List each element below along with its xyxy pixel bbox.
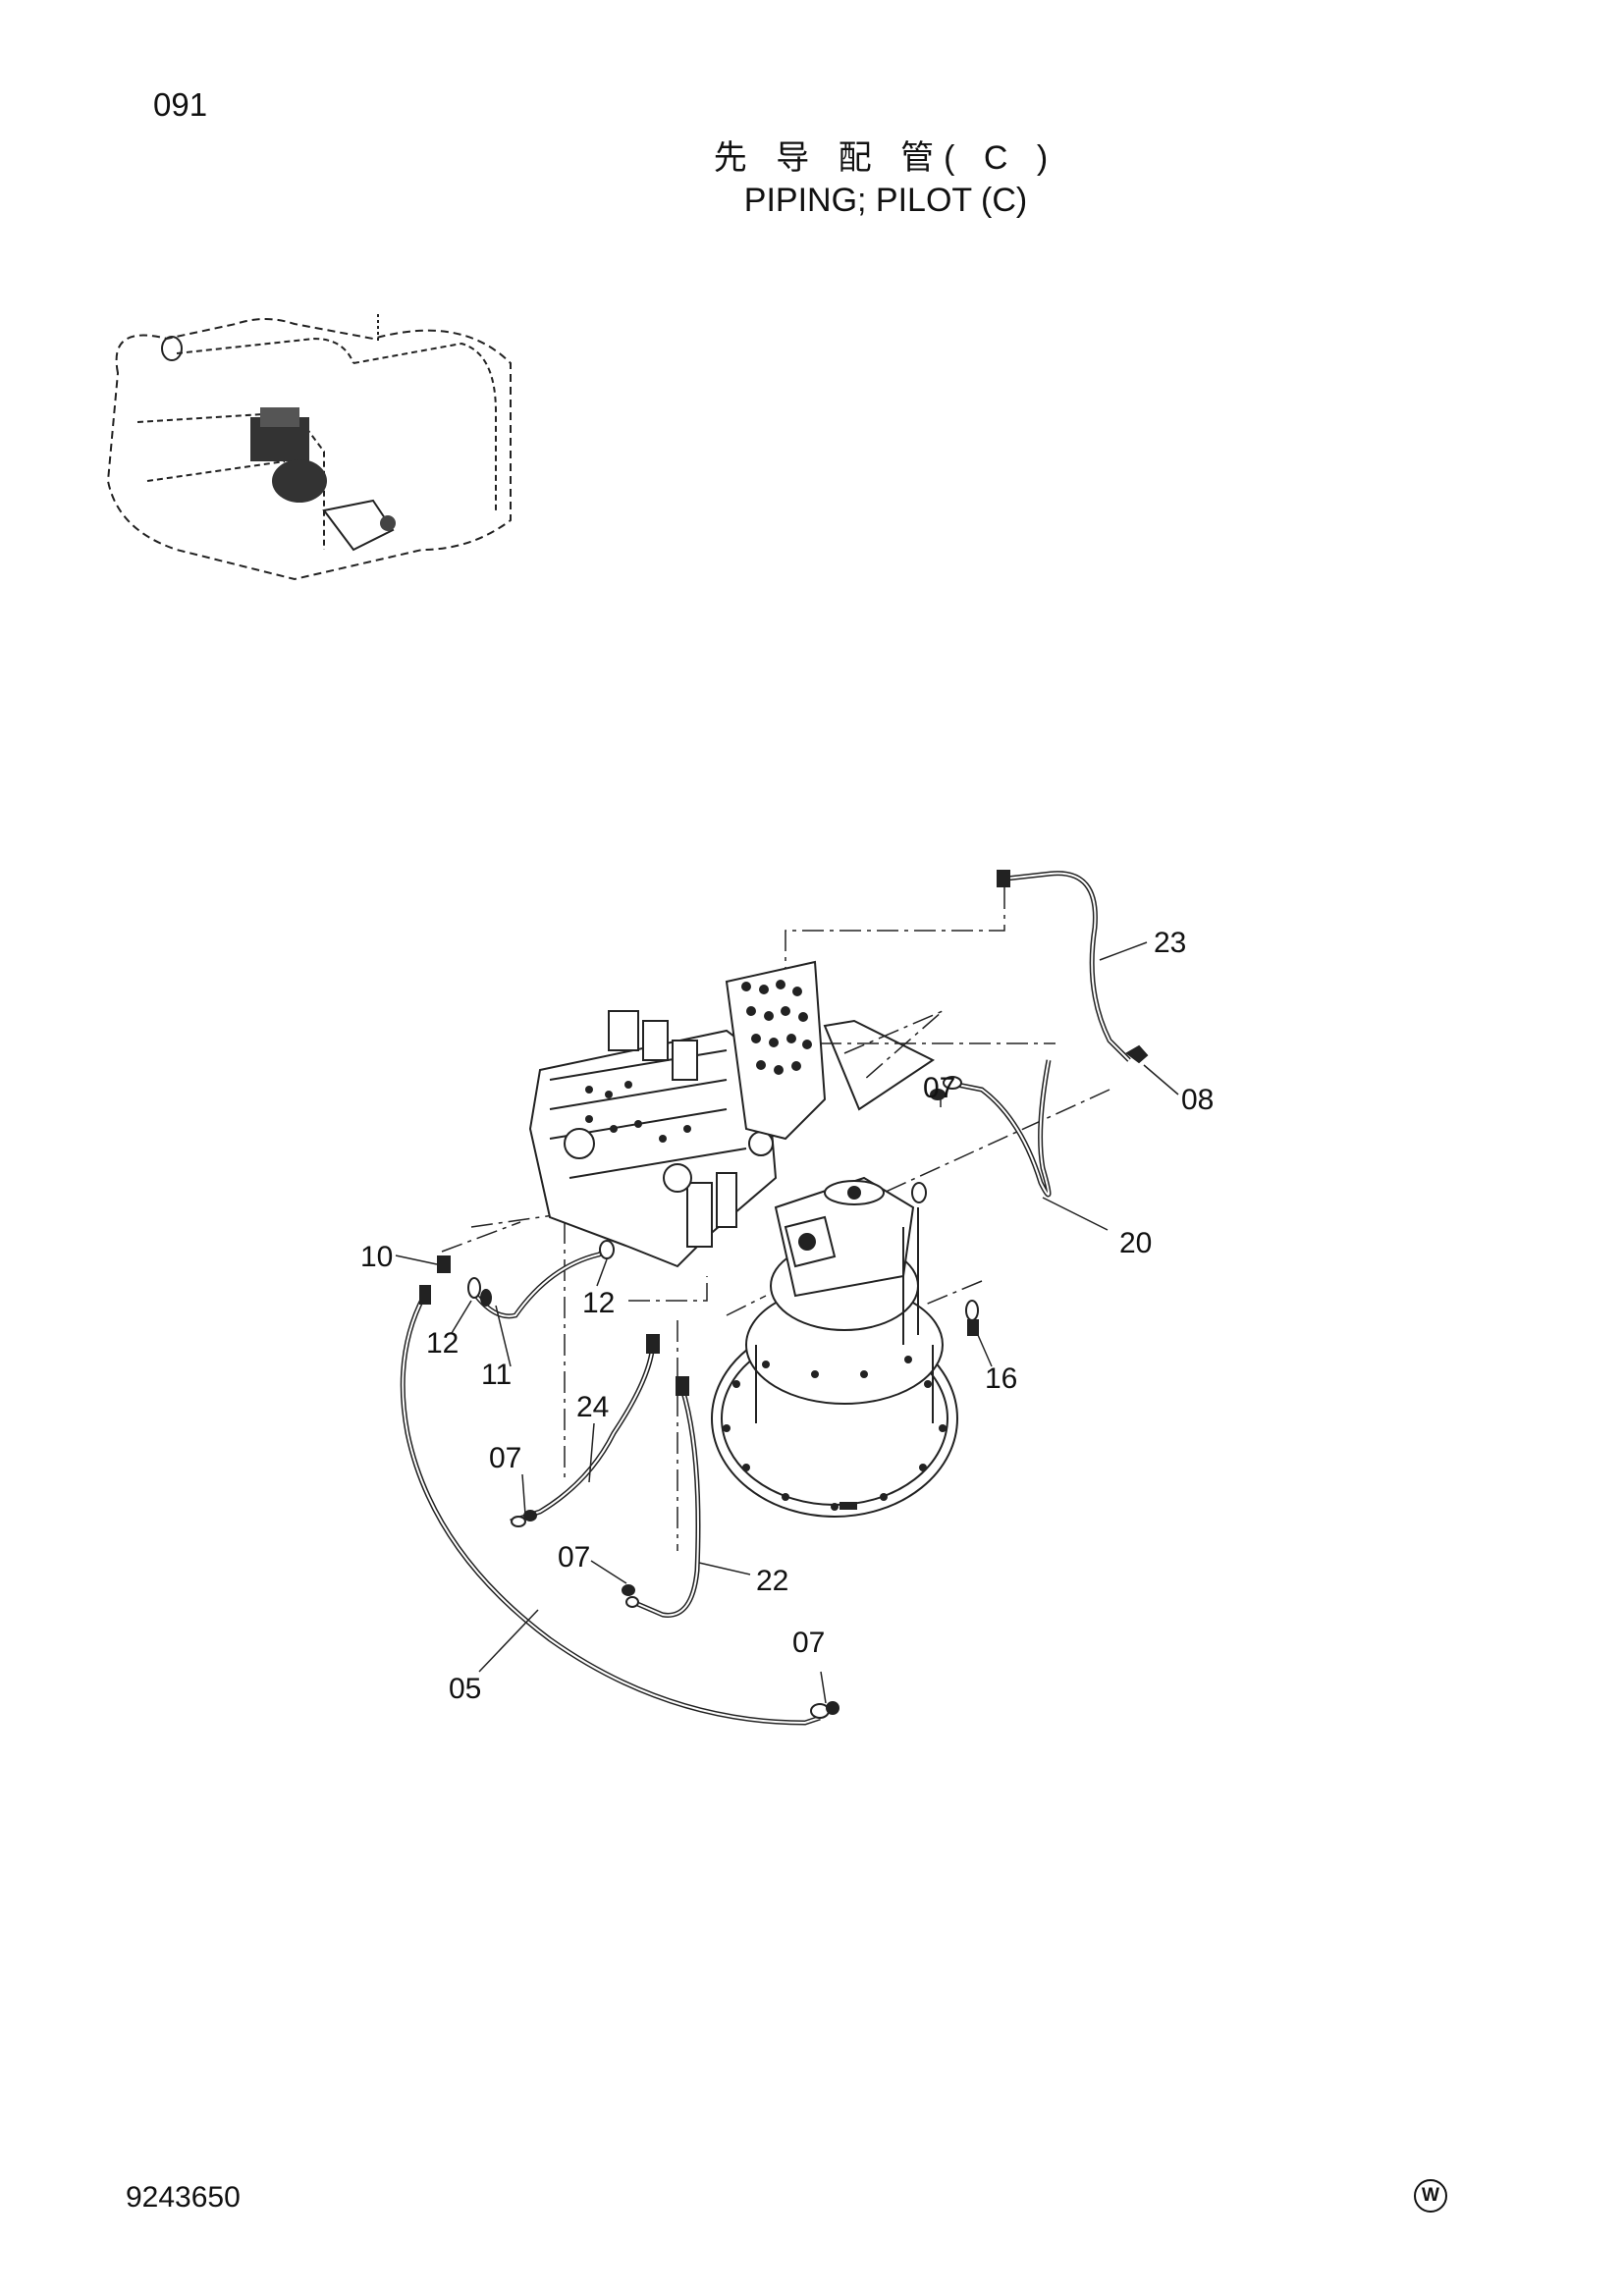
callout-16: 16 <box>985 1362 1017 1395</box>
hose-20 <box>956 1059 1052 1198</box>
machine-overview <box>106 314 512 581</box>
callout-12: 12 <box>426 1327 459 1360</box>
callout-07: 07 <box>489 1442 521 1474</box>
corner-mark: W <box>1414 2179 1447 2213</box>
callout-20: 20 <box>1119 1227 1152 1259</box>
callout-24: 24 <box>576 1391 609 1423</box>
document-number: 9243650 <box>126 2181 241 2214</box>
callout-10: 10 <box>360 1241 393 1273</box>
control-valve <box>528 960 935 1268</box>
page-number: 091 <box>153 86 208 123</box>
callout-07: 07 <box>923 1072 955 1104</box>
callout-23: 23 <box>1154 927 1186 959</box>
callout-22: 22 <box>756 1565 788 1597</box>
leader-lines <box>395 941 1179 1704</box>
hoses <box>400 871 1131 1726</box>
callout-labels: 23 08 07 20 10 12 12 11 16 24 07 07 22 0… <box>360 927 1214 1705</box>
callout-08: 08 <box>1181 1084 1214 1116</box>
swing-motor <box>711 1176 958 1518</box>
fittings <box>419 870 1149 1719</box>
callout-05: 05 <box>449 1673 481 1705</box>
hose-24 <box>510 1339 656 1524</box>
callout-07: 07 <box>792 1627 825 1659</box>
title-english: PIPING; PILOT (C) <box>743 182 1028 219</box>
title-chinese: 先 导 配 管( C ) <box>713 139 1058 177</box>
hose-22 <box>627 1388 701 1618</box>
callout-11: 11 <box>481 1359 512 1391</box>
callout-07: 07 <box>558 1541 590 1574</box>
hose-23 <box>1005 871 1131 1062</box>
callout-12: 12 <box>582 1287 615 1319</box>
